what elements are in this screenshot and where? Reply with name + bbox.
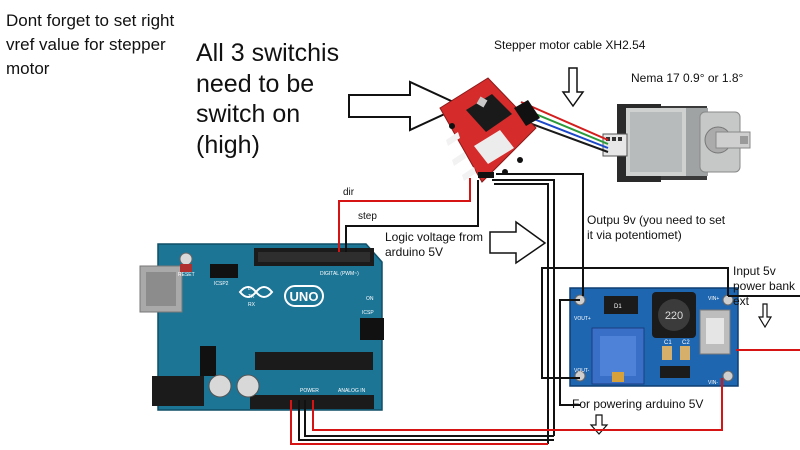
driver-gnd-wire: [494, 183, 549, 444]
analog-header-mark: ANALOG IN: [338, 388, 366, 394]
digital-header-mark: DIGITAL (PWM~): [320, 271, 359, 277]
dir-wire: [338, 178, 471, 252]
vin-minus-mark: VIN-: [708, 380, 718, 386]
cable-label: Stepper motor cable XH2.54: [494, 38, 646, 52]
driver-logic-wire: [492, 179, 555, 436]
motor-label: Nema 17 0.9° or 1.8°: [631, 71, 744, 85]
booster-out-minus-wire: [559, 299, 580, 406]
wires: [290, 173, 800, 445]
booster-out-plus-wire: [541, 267, 729, 379]
input-voltage-label: Input 5v power bank ext: [733, 264, 796, 308]
reset-mark: RESET: [178, 272, 195, 278]
icsp2-mark: ICSP2: [214, 281, 229, 287]
uno-logo-text: UNO: [290, 289, 319, 304]
arduino-vin-wire: [312, 378, 723, 431]
icsp-mark: ICSP: [362, 310, 374, 316]
step-wire: [345, 180, 479, 252]
switches-note: All 3 switchis need to be switch on (hig…: [196, 39, 340, 159]
on-led-mark: ON: [366, 296, 374, 302]
driver-vmot-wire: [496, 173, 584, 296]
rx-mark: RX: [248, 302, 256, 308]
dir-pin-label: dir: [343, 187, 355, 198]
cable-down-arrow: [561, 67, 585, 108]
c2-mark: C2: [682, 340, 690, 346]
vout-plus-mark: VOUT+: [574, 316, 591, 322]
stepper-driver-board: [439, 77, 540, 183]
stepper-motor: [602, 104, 751, 182]
input-down-arrow: [757, 303, 773, 329]
arduino-gnd-wire-2: [304, 400, 554, 437]
step-pin-label: step: [358, 211, 377, 222]
d1-mark: D1: [614, 304, 622, 310]
led-l-mark: L: [248, 286, 251, 292]
c1-mark: C1: [664, 340, 672, 346]
inductor-mark: 220: [665, 310, 683, 322]
powering-arduino-label: For powering arduino 5V: [572, 397, 704, 411]
arduino-gnd-wire-1: [298, 400, 554, 441]
boost-converter-board: 220 D1 C1 C2 VIN+ VIN- VOUT+ VOUT-: [569, 287, 739, 387]
arduino-uno-board: UNO DIGITAL (PWM~) POWER ANALOG IN RESET…: [139, 243, 384, 411]
powering-down-arrow: [589, 414, 609, 435]
vref-warning-note: Dont forget to set right vref value for …: [6, 11, 175, 78]
power-header-mark: POWER: [300, 388, 319, 394]
big-arrow-to-driver: [348, 80, 465, 132]
output-voltage-label: Outpu 9v (you need to set it via potenti…: [587, 213, 726, 242]
logic-voltage-label: Logic voltage from arduino 5V: [385, 230, 484, 259]
arduino-5v-wire: [290, 400, 548, 445]
logic-voltage-arrow: [489, 220, 547, 265]
vout-minus-mark: VOUT-: [574, 368, 590, 374]
vin-plus-mark: VIN+: [708, 296, 719, 302]
tx-mark: TX: [248, 294, 255, 300]
